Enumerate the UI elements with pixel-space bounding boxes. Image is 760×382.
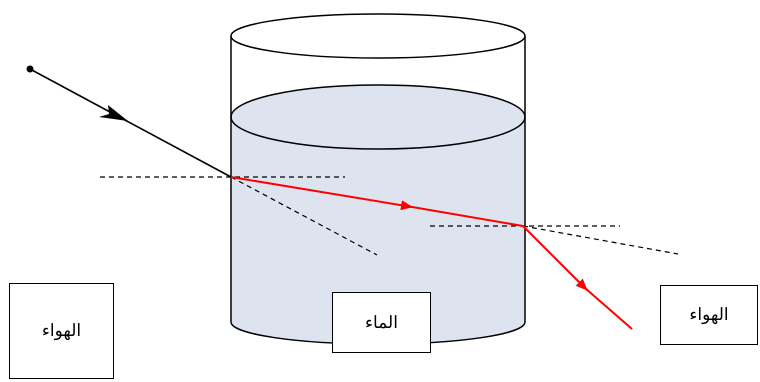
water-label: الماء [332, 292, 431, 353]
air-label-left: الهواء [9, 283, 114, 379]
incident-ray-arrowhead [99, 105, 128, 121]
air-label-right-text: الهواء [689, 305, 729, 325]
emergent-ray-first [522, 225, 588, 291]
water-surface [230, 84, 526, 150]
incident-ray-extension [230, 176, 378, 256]
refracted-ray-in-water-second [409, 205, 524, 227]
refracted-ray-in-water-first [230, 176, 413, 211]
incident-ray [29, 68, 232, 178]
air-label-left-text: الهواء [41, 321, 82, 341]
cylinder-top-rim [230, 13, 526, 59]
emergent-ray-second [584, 287, 633, 330]
water-label-text: الماء [365, 312, 398, 333]
air-label-right: الهواء [660, 285, 758, 345]
water-body [231, 117, 525, 344]
